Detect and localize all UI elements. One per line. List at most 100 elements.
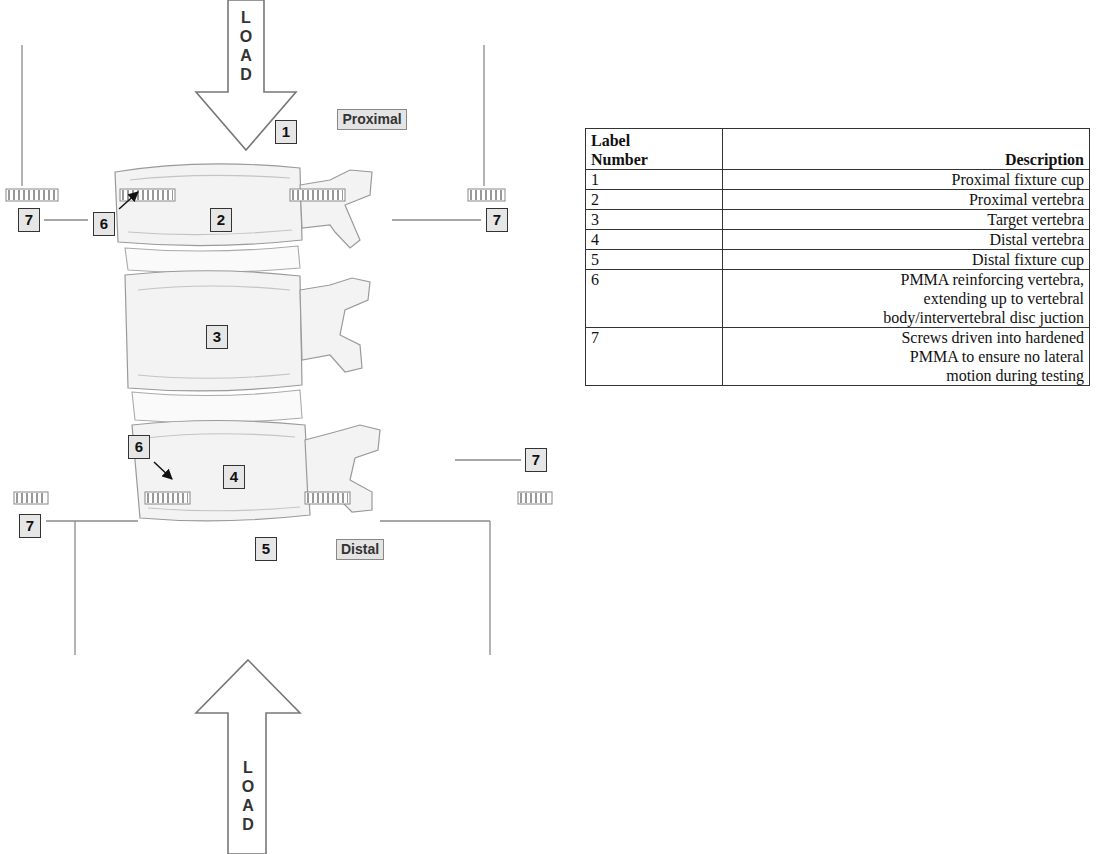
load-text: LOAD	[238, 8, 254, 84]
label-number: 3	[591, 210, 717, 229]
table-cell: Screws driven into hardened PMMA to ensu…	[723, 328, 1090, 386]
target-vertebra	[125, 271, 370, 391]
intervertebral-disc	[132, 390, 302, 423]
callout-number: 1	[275, 120, 297, 144]
table-row: 5 Distal fixture cup	[586, 250, 1090, 270]
screw-symbol	[518, 492, 552, 504]
cup-wall	[483, 45, 484, 186]
callout-number: 6	[128, 435, 150, 459]
table-cell: 7	[586, 328, 723, 386]
callout-number: 3	[206, 325, 228, 349]
screw-thread	[147, 493, 188, 503]
callout-number: 7	[19, 514, 41, 538]
proximal-vertebra	[115, 164, 372, 248]
table-cell: 3	[586, 210, 723, 230]
vertebral-body	[125, 271, 302, 391]
callout-number: 6	[93, 212, 115, 236]
screw-symbol	[14, 492, 48, 504]
table-cell: 2	[586, 190, 723, 210]
screw-symbol	[290, 189, 345, 201]
region-tag: Distal	[336, 539, 384, 560]
table-cell: 5	[586, 250, 723, 270]
callout-text: 7	[493, 211, 501, 229]
table-cell: Description	[723, 129, 1090, 170]
callout-number: 7	[18, 208, 40, 232]
table-header: Description	[862, 150, 1084, 169]
cup-wall	[21, 45, 22, 186]
table-cell: Proximal fixture cup	[723, 170, 1090, 190]
table-row: 7 Screws driven into hardened PMMA to ens…	[586, 328, 1090, 386]
screws	[6, 189, 552, 504]
callout-text: 4	[230, 468, 238, 486]
distal-vertebra	[132, 421, 380, 521]
callout-text: 3	[213, 328, 221, 346]
screw-thread	[470, 190, 503, 200]
cup-edge	[44, 219, 88, 220]
label-number: 4	[591, 230, 717, 249]
label-number: 6	[591, 270, 717, 289]
cup-wall	[74, 521, 75, 655]
cup-wall	[489, 521, 490, 655]
screw-thread	[307, 493, 348, 503]
callout-number: 7	[525, 448, 547, 472]
cup-edge	[455, 459, 521, 460]
bone-texture	[138, 286, 290, 378]
table-cell: Distal fixture cup	[723, 250, 1090, 270]
label-description: PMMA reinforcing vertebra, extending up …	[862, 270, 1084, 327]
label-description: Target vertebra	[862, 210, 1084, 229]
table-cell: Proximal vertebra	[723, 190, 1090, 210]
region-text: Distal	[341, 541, 379, 558]
load-arrow: LOAD	[196, 660, 300, 854]
table-cell: Target vertebra	[723, 210, 1090, 230]
table-row: 2 Proximal vertebra	[586, 190, 1090, 210]
callout-number: 7	[486, 208, 508, 232]
screw-symbol	[6, 189, 58, 201]
bone-texture	[128, 175, 292, 234]
table-cell: 1	[586, 170, 723, 190]
pointer-arrow	[119, 192, 138, 209]
posterior-arch	[305, 425, 380, 512]
cup-edge	[392, 219, 481, 220]
table-cell: 4	[586, 230, 723, 250]
table-row: 4 Distal vertebra	[586, 230, 1090, 250]
table-row: 3 Target vertebra	[586, 210, 1090, 230]
callout-text: 2	[217, 211, 225, 229]
bone-texture	[145, 434, 300, 511]
table-row: 1Proximal fixture cup	[586, 170, 1090, 190]
label-number: 7	[591, 328, 717, 347]
screw-symbol	[120, 189, 175, 201]
screw-thread	[16, 493, 46, 503]
table-cell: PMMA reinforcing vertebra, extending up …	[723, 270, 1090, 328]
label-description: Proximal vertebra	[862, 190, 1084, 209]
screw-symbol	[305, 492, 350, 504]
callout-number: 2	[210, 208, 232, 232]
screw-symbol	[468, 189, 505, 201]
label-description: Screws driven into hardened PMMA to ensu…	[862, 328, 1084, 385]
label-description: Distal fixture cup	[862, 250, 1084, 269]
table-cell: 6	[586, 270, 723, 328]
callout-text: 7	[25, 211, 33, 229]
region-tag: Proximal	[337, 109, 406, 130]
table-header-row: Label NumberDescription	[586, 129, 1090, 170]
posterior-arch	[300, 278, 370, 372]
callout-text: 1	[282, 123, 290, 141]
callout-number: 5	[255, 537, 277, 561]
table-row: 6 PMMA reinforcing vertebra, extending up…	[586, 270, 1090, 328]
posterior-arch	[300, 170, 372, 248]
intervertebral-disc	[125, 246, 300, 273]
pointer-arrow	[154, 462, 172, 479]
cup-edge	[380, 520, 490, 521]
fixture-cup-lines	[22, 45, 521, 655]
arrow-shape	[196, 660, 300, 854]
table-cell: Label Number	[586, 129, 723, 170]
table-header: Label Number	[591, 131, 661, 169]
vertebral-body	[132, 421, 310, 521]
label-number: 5	[591, 250, 717, 269]
callout-text: 6	[135, 438, 143, 456]
region-text: Proximal	[342, 111, 401, 128]
table-cell: Distal vertebra	[723, 230, 1090, 250]
callout-text: 6	[100, 215, 108, 233]
screw-thread	[520, 493, 550, 503]
screw-thread	[292, 190, 343, 200]
